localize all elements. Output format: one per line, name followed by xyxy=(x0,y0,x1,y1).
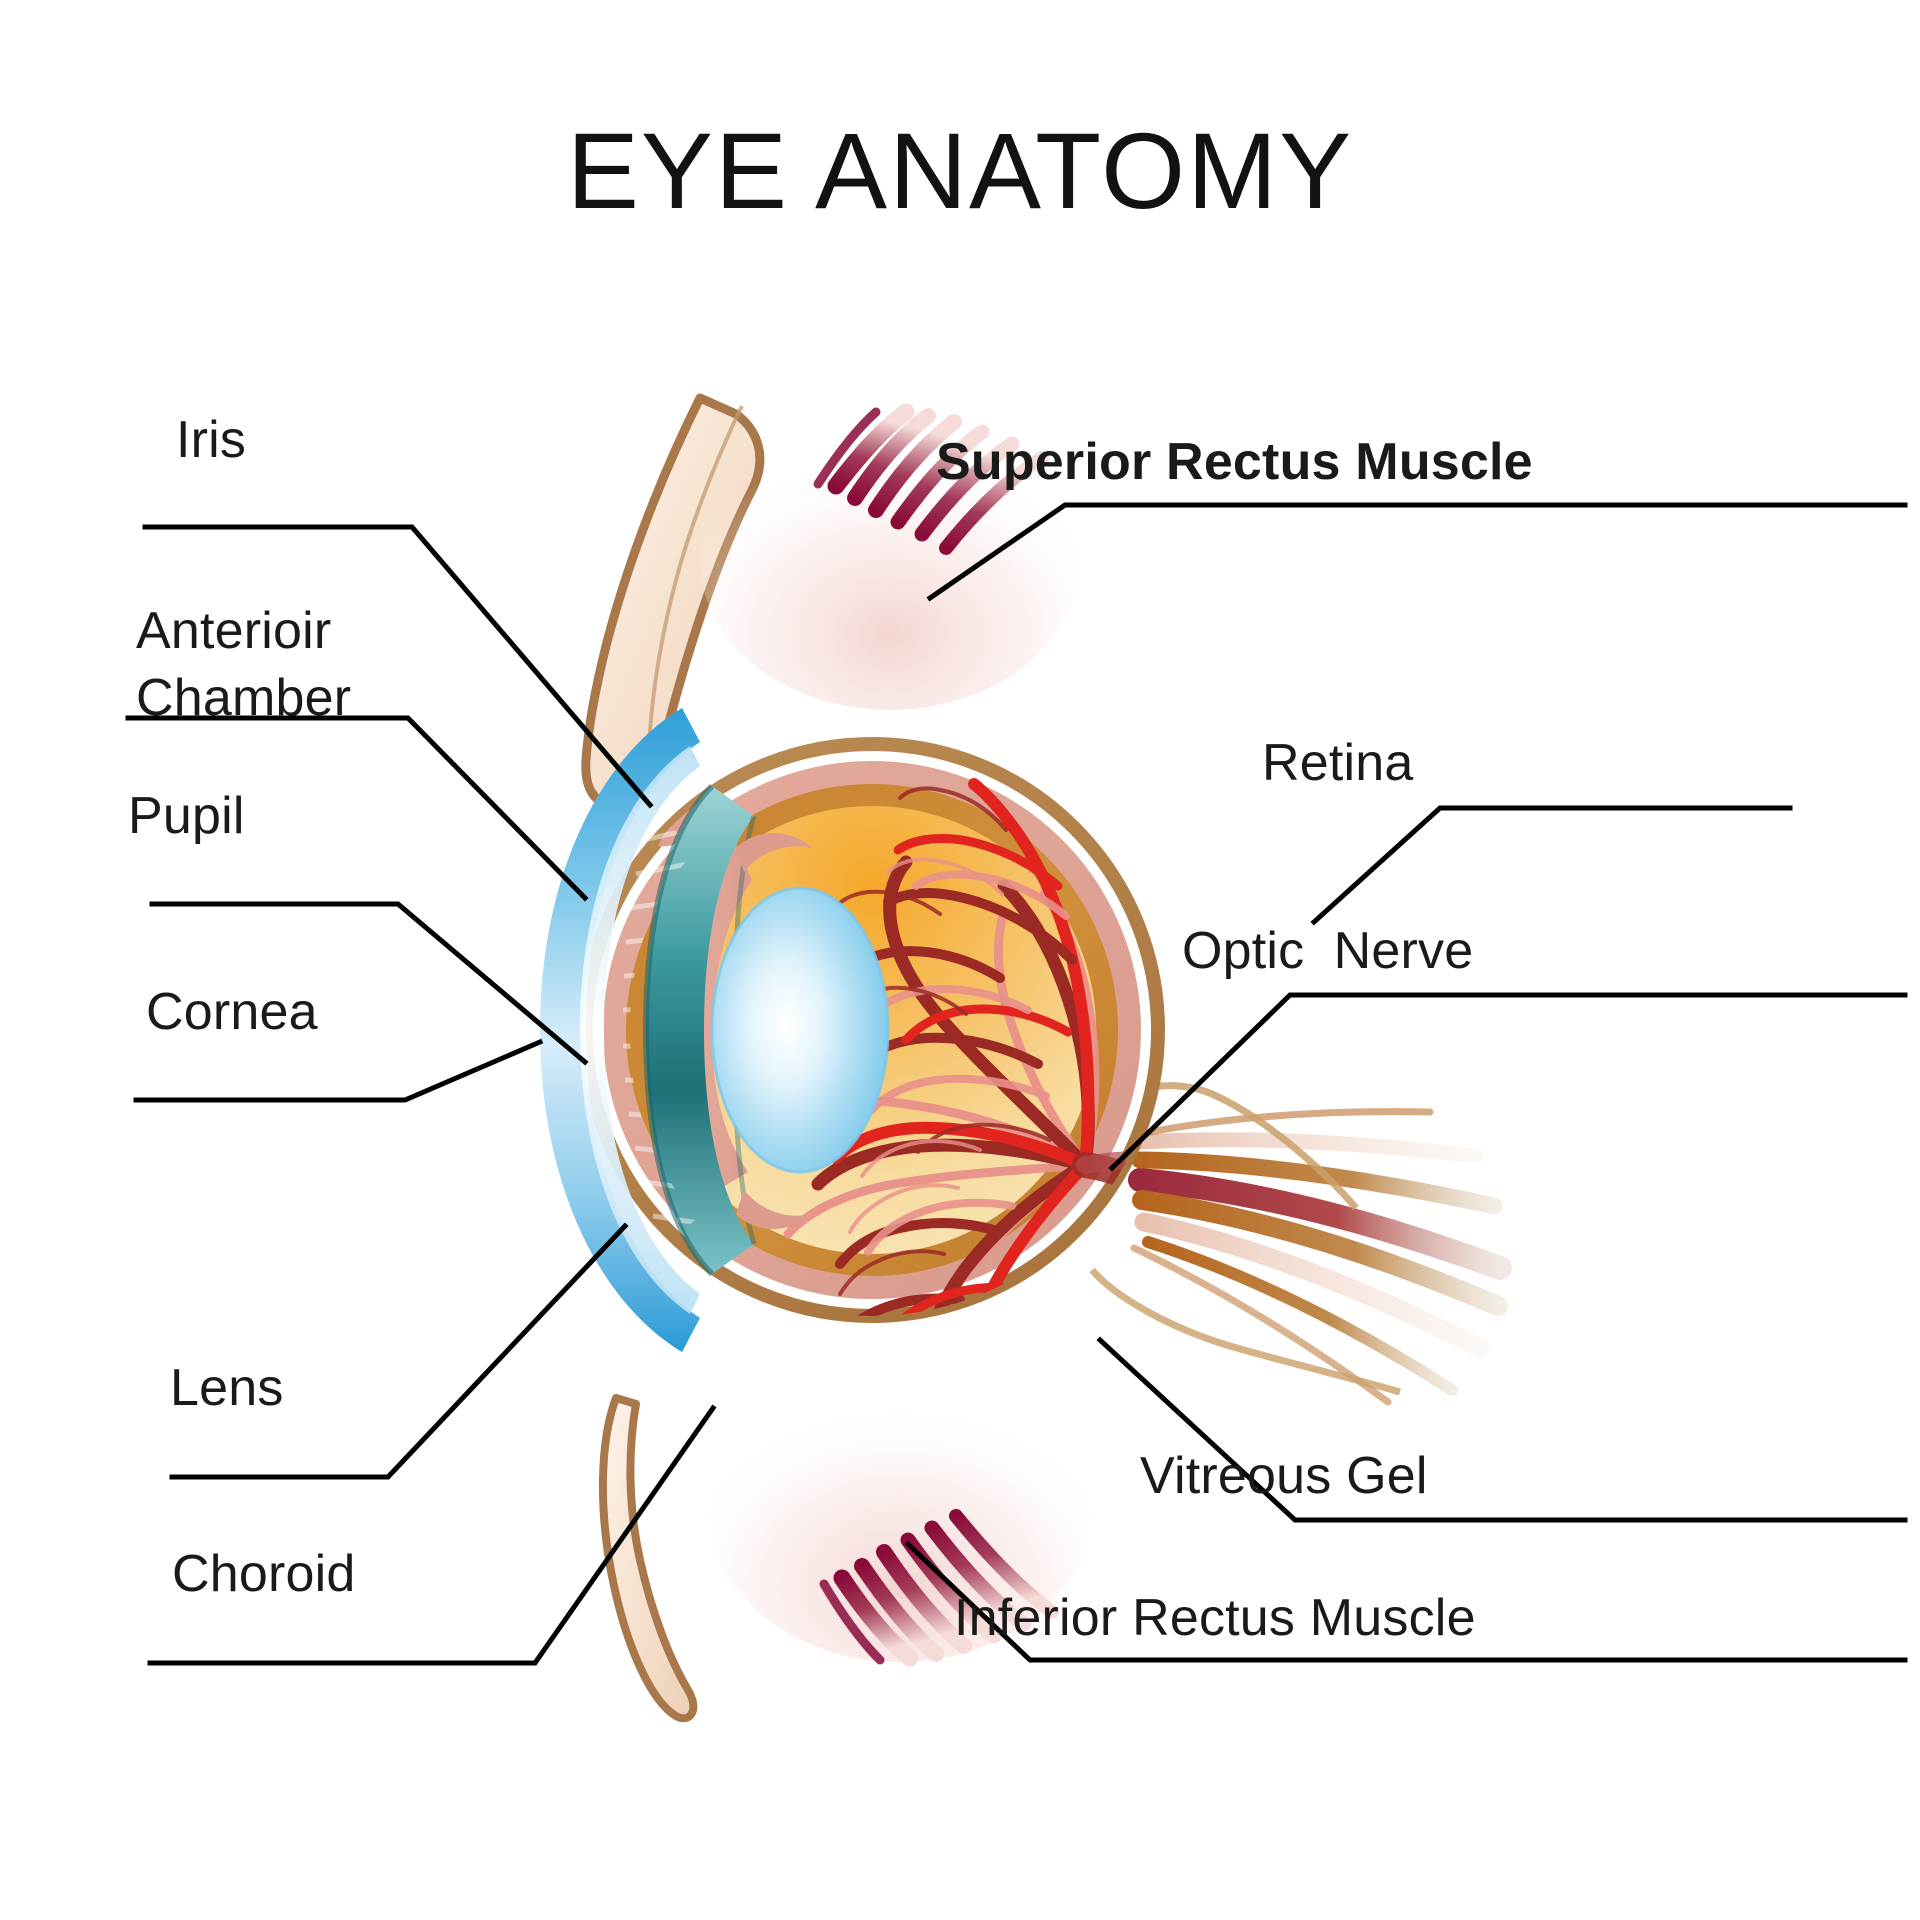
cornea xyxy=(540,708,700,1352)
leader-inferior-rectus xyxy=(904,1540,1908,1663)
eyelid-lower xyxy=(599,1394,698,1723)
label-cornea: Cornea xyxy=(146,983,318,1041)
superior-rectus-muscle xyxy=(700,403,1080,710)
leader-pupil xyxy=(149,901,589,1066)
leader-superior-rectus xyxy=(926,502,1908,602)
iris xyxy=(622,783,754,1277)
leader-choroid xyxy=(147,1404,717,1666)
leader-vitreous-gel xyxy=(1096,1336,1908,1523)
optic-nerve xyxy=(1089,1082,1512,1406)
inferior-rectus-muscle xyxy=(710,1362,1090,1667)
leader-cornea xyxy=(133,1038,544,1103)
eyeball-globe xyxy=(540,708,1165,1352)
label-anterior-chamber-line1: Anterioir xyxy=(136,602,332,660)
leader-iris xyxy=(142,524,654,809)
lens xyxy=(710,886,890,1174)
label-iris: Iris xyxy=(176,411,247,469)
choroid xyxy=(603,761,1141,1299)
label-superior-rectus-muscle: Superior Rectus Muscle xyxy=(936,433,1533,491)
label-choroid: Choroid xyxy=(172,1545,356,1603)
leader-lens xyxy=(169,1222,629,1480)
label-inferior-rectus-muscle: Inferior Rectus Muscle xyxy=(954,1589,1476,1647)
leader-lines xyxy=(125,502,1908,1666)
label-pupil: Pupil xyxy=(128,787,245,845)
label-vitreous-gel: Vitreous Gel xyxy=(1140,1447,1428,1505)
label-anterior-chamber-line2: Chamber xyxy=(136,669,352,727)
label-retina: Retina xyxy=(1262,734,1414,792)
label-lens: Lens xyxy=(170,1359,284,1417)
leader-retina xyxy=(1310,805,1793,926)
label-optic-nerve: Optic Nerve xyxy=(1182,922,1474,980)
leader-optic-nerve xyxy=(1108,992,1908,1172)
page-title: EYE ANATOMY xyxy=(566,110,1354,231)
leader-anterior-chamber xyxy=(125,715,589,902)
